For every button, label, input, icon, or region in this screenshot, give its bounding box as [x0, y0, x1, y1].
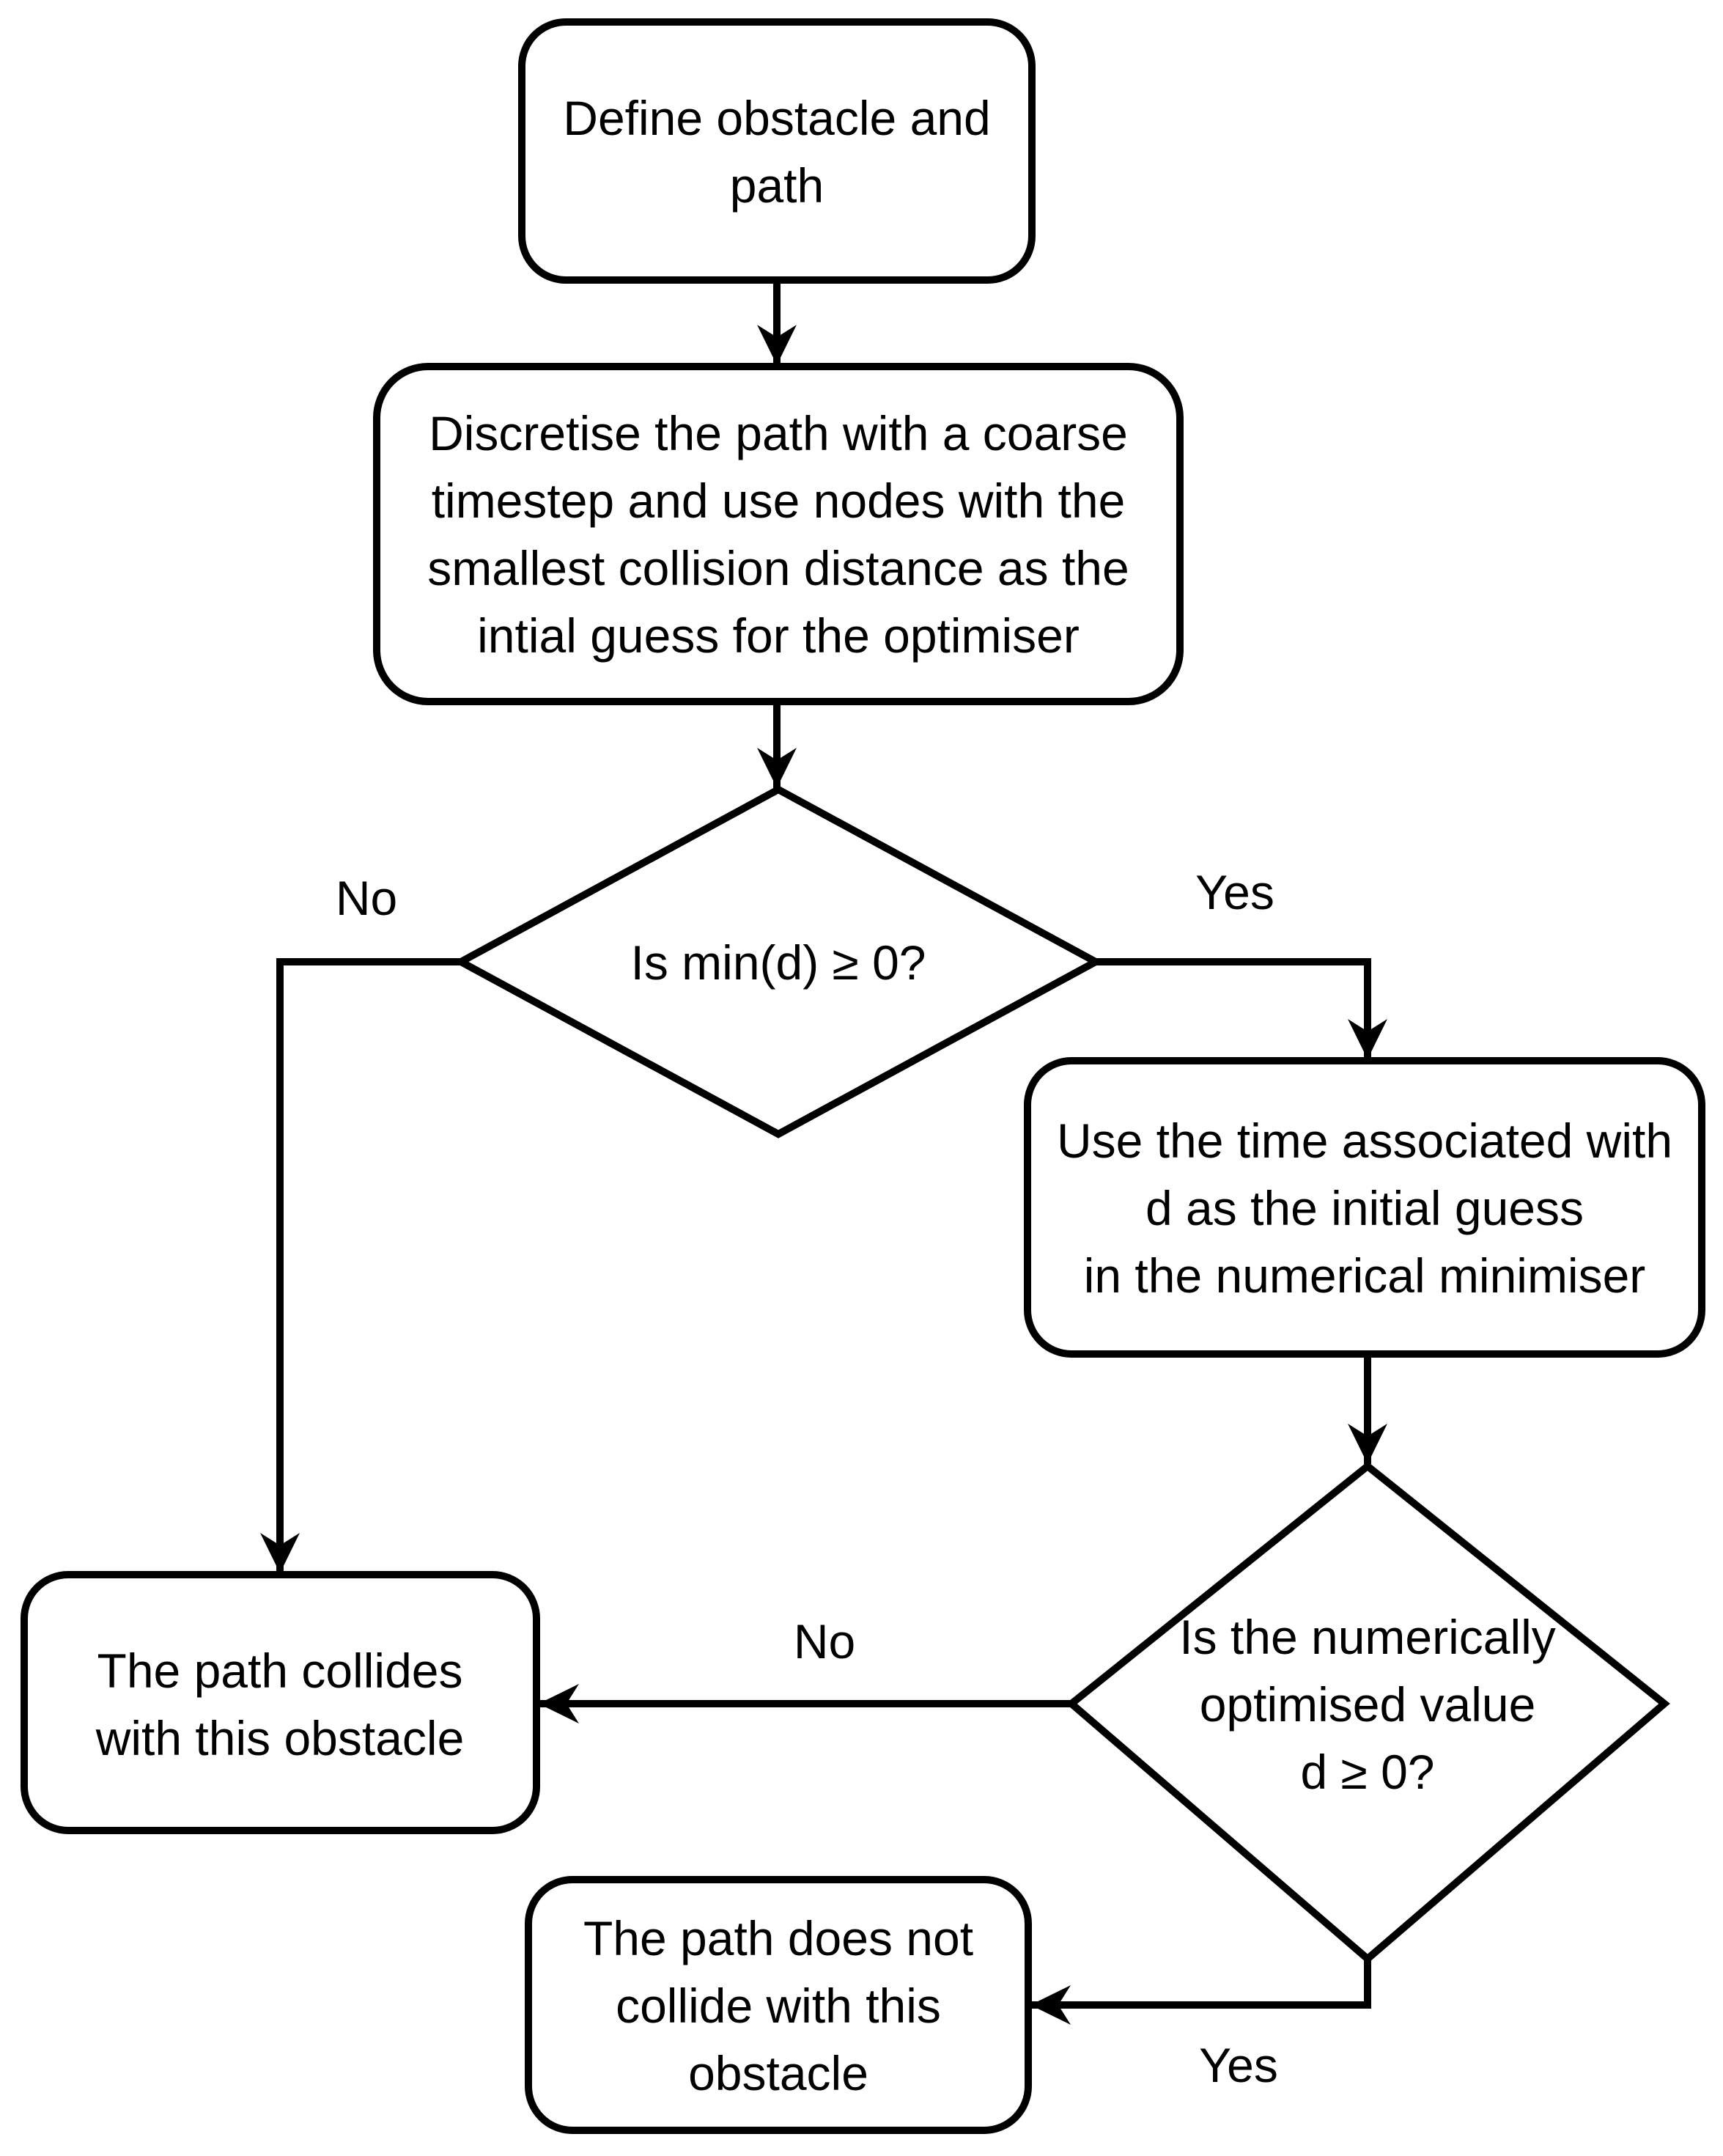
node-no-collision-text-line: The path does not [583, 1911, 973, 1965]
node-use-time: Use the time associated with d as the in… [1024, 1057, 1705, 1358]
node-collides: The path collides with this obstacle [21, 1571, 540, 1834]
node-optimised-check-shape [1066, 1461, 1670, 1964]
node-discretise-text-line: Discretise the path with a coarse [429, 406, 1128, 460]
edge-label-no-2: No [794, 1614, 855, 1668]
node-define-text-line: Define obstacle and [563, 91, 990, 145]
node-define-shape [518, 18, 1036, 284]
node-discretise: Discretise the path with a coarse timest… [373, 363, 1184, 705]
node-use-time-shape [1024, 1057, 1705, 1358]
edge-optimised-check-yes-to-no-collision [1030, 1959, 1371, 2025]
node-define: Define obstacle and path [518, 18, 1036, 284]
node-no-collision-text-line: obstacle [688, 2046, 868, 2100]
edge-label-no-1: No [336, 871, 397, 925]
node-use-time-text-line: in the numerical minimiser [1084, 1248, 1646, 1303]
node-discretise-text-line: timestep and use nodes with the [432, 474, 1126, 528]
node-use-time-text-line: Use the time associated with [1057, 1114, 1672, 1168]
node-discretise-text-line: smallest collision distance as the [427, 541, 1129, 595]
node-no-collision-text-line: collide with this [616, 1979, 941, 2033]
node-discretise-shape [373, 363, 1184, 705]
node-min-d-check-shape [453, 785, 1104, 1138]
node-min-d-check: Is min(d) ≥ 0? [453, 785, 1104, 1138]
node-collides-shape [21, 1571, 540, 1834]
node-collides-text-line: with this obstacle [95, 1711, 465, 1765]
node-optimised-check-text-line: optimised value [1200, 1677, 1536, 1732]
edge-min-d-check-no-to-collides [260, 958, 461, 1573]
edge-label-yes-1: Yes [1195, 865, 1274, 919]
node-min-d-check-text-line: Is min(d) ≥ 0? [631, 935, 926, 990]
node-discretise-text-line: intial guess for the optimiser [477, 608, 1080, 663]
node-optimised-check: Is the numerically optimised value d ≥ 0… [1066, 1461, 1670, 1964]
node-no-collision: The path does not collide with this obst… [525, 1876, 1032, 2134]
node-optimised-check-text-line: d ≥ 0? [1300, 1745, 1434, 1799]
edge-label-yes-2: Yes [1199, 2038, 1278, 2092]
node-use-time-text-line: d as the initial guess [1145, 1181, 1584, 1235]
node-collides-text-line: The path collides [97, 1644, 463, 1698]
node-no-collision-shape [525, 1876, 1032, 2134]
edge-min-d-check-yes-to-use-time [1096, 958, 1387, 1059]
node-optimised-check-text-line: Is the numerically [1179, 1610, 1556, 1664]
node-define-text-line: path [730, 158, 824, 213]
